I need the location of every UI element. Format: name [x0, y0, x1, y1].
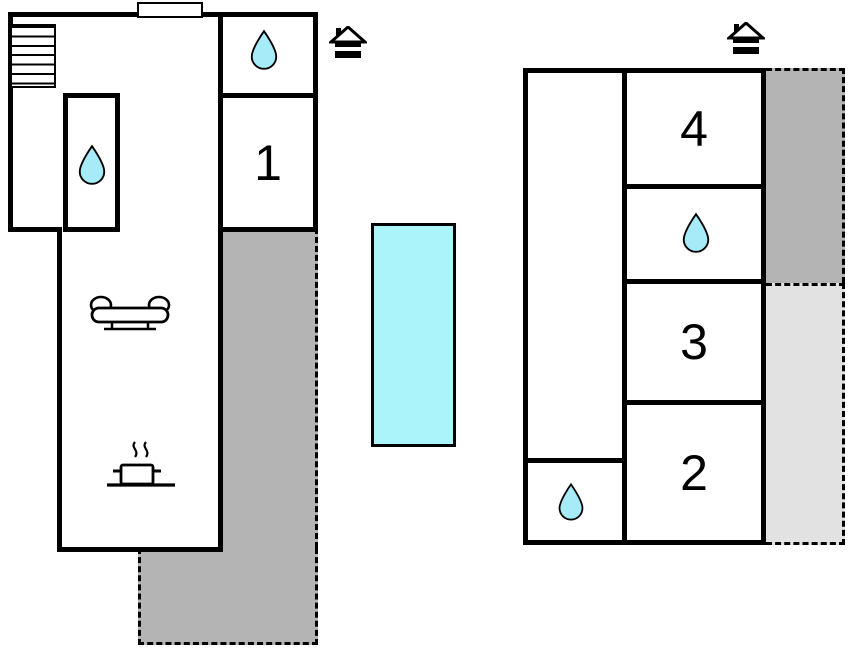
wall-right-building-vertical	[622, 68, 627, 545]
wall-left-lower	[57, 227, 62, 552]
swimming-pool	[371, 223, 456, 447]
wall-right-upper	[313, 12, 318, 232]
wall-bathroom-bottom	[622, 279, 766, 284]
room-label-4: 4	[680, 100, 708, 157]
wall-left-upper	[8, 12, 13, 232]
hall-room	[63, 93, 120, 232]
wall-hall-bottom	[523, 458, 627, 463]
terrace-right-building-bottom	[766, 283, 845, 545]
couch-icon	[88, 288, 172, 339]
door-opening	[137, 2, 203, 18]
terrace-left-building-bottom	[138, 548, 318, 645]
wall-room3-bottom	[622, 400, 766, 405]
water-drop-icon	[76, 143, 108, 192]
staircase-icon	[10, 24, 56, 88]
wall-bottom	[57, 547, 222, 552]
house-icon	[725, 20, 767, 61]
terrace-right-building-top	[766, 68, 845, 283]
wall-room4-bottom	[622, 184, 766, 189]
wall-step	[8, 227, 62, 232]
water-drop-icon	[556, 481, 586, 528]
water-drop-icon	[248, 28, 280, 77]
stove-icon	[105, 438, 177, 509]
house-icon	[327, 24, 369, 65]
room-label-1: 1	[254, 134, 282, 191]
wall-center-vertical	[218, 12, 223, 552]
terrace-left-building	[223, 228, 318, 548]
room-label-2: 2	[680, 444, 708, 501]
wall-room1-bottom	[218, 227, 318, 232]
water-drop-icon	[680, 211, 712, 260]
wall-room1-top	[218, 93, 318, 98]
right-building-outline	[523, 68, 766, 545]
room-label-3: 3	[680, 314, 708, 370]
